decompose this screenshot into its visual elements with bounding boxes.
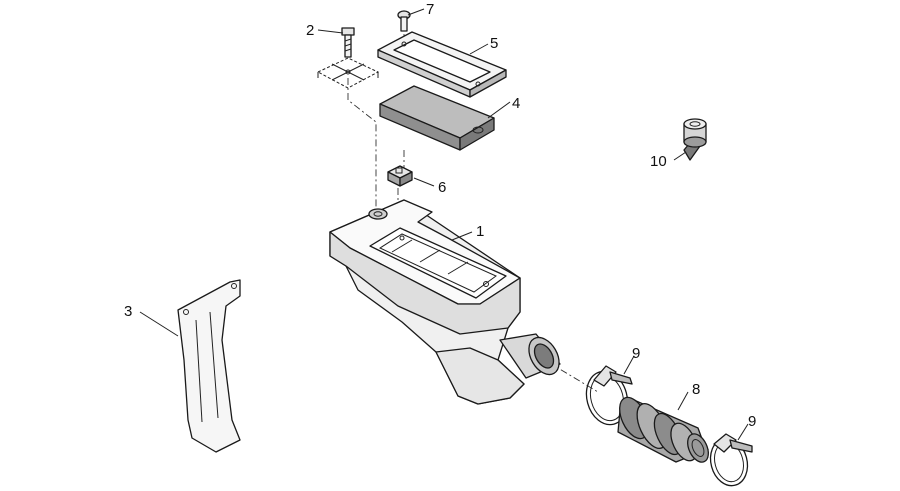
callout-5: 5 (490, 35, 498, 52)
callout-10: 10 (650, 153, 667, 170)
part-2-mounting-plate (316, 57, 380, 89)
part-2-screw (341, 27, 355, 58)
part-7-screw (397, 10, 411, 32)
part-6-clip (387, 165, 413, 187)
callout-2: 2 (306, 22, 314, 39)
callout-9-upper: 9 (632, 345, 640, 362)
part-10-grommet (683, 118, 707, 161)
part-9-clamp-upper (585, 365, 633, 426)
part-4-filter-element (379, 85, 495, 151)
callout-7: 7 (426, 1, 434, 18)
leader-lines (139, 8, 749, 441)
part-5-filter-frame (377, 31, 507, 98)
callout-9-lower: 9 (748, 413, 756, 430)
callout-1: 1 (476, 223, 484, 240)
callout-3: 3 (124, 303, 132, 320)
callout-6: 6 (438, 179, 446, 196)
callout-8: 8 (692, 381, 700, 398)
callout-labels: 1 2 3 4 5 6 7 8 9 9 10 (124, 1, 756, 430)
part-3-bracket (177, 279, 241, 453)
callout-4: 4 (512, 95, 520, 112)
part-8-intake-boot (617, 396, 709, 463)
part-9-clamp-lower (709, 433, 753, 487)
part-1-airbox (329, 199, 561, 405)
